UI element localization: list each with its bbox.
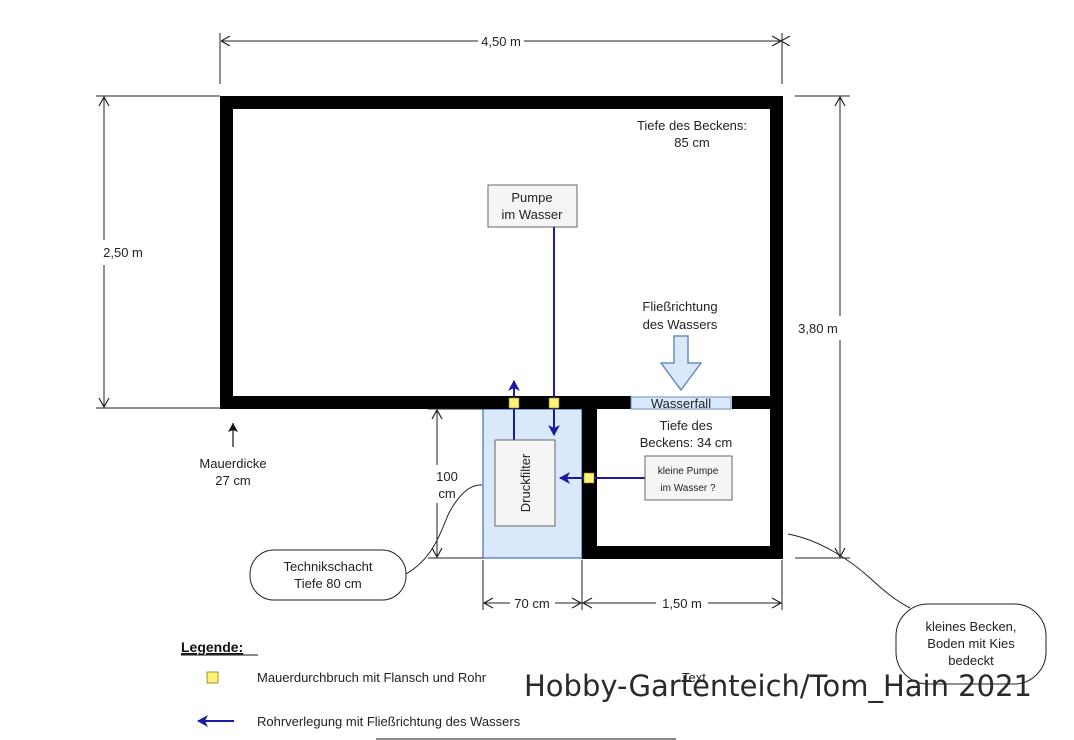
- dimension-left-height-label: 2,50 m: [103, 245, 143, 260]
- small-basin-callout-label-2: Boden mit Kies: [927, 636, 1015, 651]
- small-pump-box: kleine Pumpe im Wasser ?: [644, 455, 733, 501]
- small-basin-callout-label-1: kleines Becken,: [925, 619, 1016, 634]
- legend-stray-text: Text: [682, 670, 706, 685]
- pond-walls: [220, 96, 783, 559]
- shaft-callout-label-1: Technikschacht: [284, 559, 373, 574]
- legend: Legende: Mauerdurchbruch mit Flansch und…: [181, 639, 706, 740]
- wall-thickness-label-1: Mauerdicke: [199, 456, 266, 471]
- basin-depth-label-1: Tiefe des Beckens:: [637, 118, 747, 133]
- pump-box: Pumpe im Wasser: [487, 184, 578, 228]
- dimension-shaft-height-label-2: cm: [438, 486, 455, 501]
- legend-title: Legende:: [181, 639, 243, 655]
- small-depth-label-1: Tiefe des: [660, 418, 713, 433]
- waterfall-label: Wasserfall: [651, 396, 711, 411]
- legend-flange-swatch: [206, 671, 219, 684]
- flange-marker: [508, 397, 520, 409]
- legend-item-pipe: Rohrverlegung mit Fließrichtung des Wass…: [257, 714, 521, 729]
- basin-depth-label-2: 85 cm: [674, 135, 709, 150]
- small-basin-callout-label-3: bedeckt: [948, 653, 994, 668]
- dimension-right-height: 3,80 m: [795, 95, 850, 559]
- small-depth-label-2: Beckens: 34 cm: [640, 435, 733, 450]
- shaft-callout: Technikschacht Tiefe 80 cm: [249, 484, 483, 601]
- dimension-shaft-width-label: 70 cm: [514, 596, 549, 611]
- dimension-left-height: 2,50 m: [96, 95, 220, 409]
- dimension-shaft-height: 100 cm: [428, 408, 483, 559]
- flow-direction-label-2: des Wassers: [643, 317, 718, 332]
- flange-marker: [583, 472, 595, 484]
- wall-thickness-label-2: 27 cm: [215, 473, 250, 488]
- watermark: Hobby-Gartenteich/Tom_Hain 2021: [524, 669, 1032, 703]
- filter-label: Druckfilter: [518, 453, 533, 512]
- dimension-top-width: 4,50 m: [219, 33, 782, 84]
- flow-direction-arrow: [659, 335, 703, 392]
- pump-label-1: Pumpe: [511, 190, 552, 205]
- dimension-shaft-height-label-1: 100: [436, 469, 458, 484]
- shaft-callout-label-2: Tiefe 80 cm: [294, 576, 361, 591]
- small-pump-label-2: im Wasser ?: [660, 483, 716, 494]
- flange-marker: [548, 397, 560, 409]
- pump-label-2: im Wasser: [502, 207, 564, 222]
- legend-item-flange: Mauerdurchbruch mit Flansch und Rohr: [257, 670, 487, 685]
- dimension-small-basin-width: 1,50 m: [581, 560, 783, 611]
- small-pump-label-1: kleine Pumpe: [658, 466, 719, 477]
- dimension-right-height-label: 3,80 m: [798, 321, 838, 336]
- dimension-top-width-label: 4,50 m: [481, 34, 521, 49]
- dimension-small-basin-width-label: 1,50 m: [662, 596, 702, 611]
- dimension-shaft-width: 70 cm: [482, 560, 583, 611]
- small-basin-callout: kleines Becken, Boden mit Kies bedeckt: [787, 533, 1047, 685]
- flow-direction-label-1: Fließrichtung: [642, 299, 717, 314]
- pressure-filter: Druckfilter: [494, 439, 556, 527]
- waterfall: Wasserfall: [630, 396, 732, 411]
